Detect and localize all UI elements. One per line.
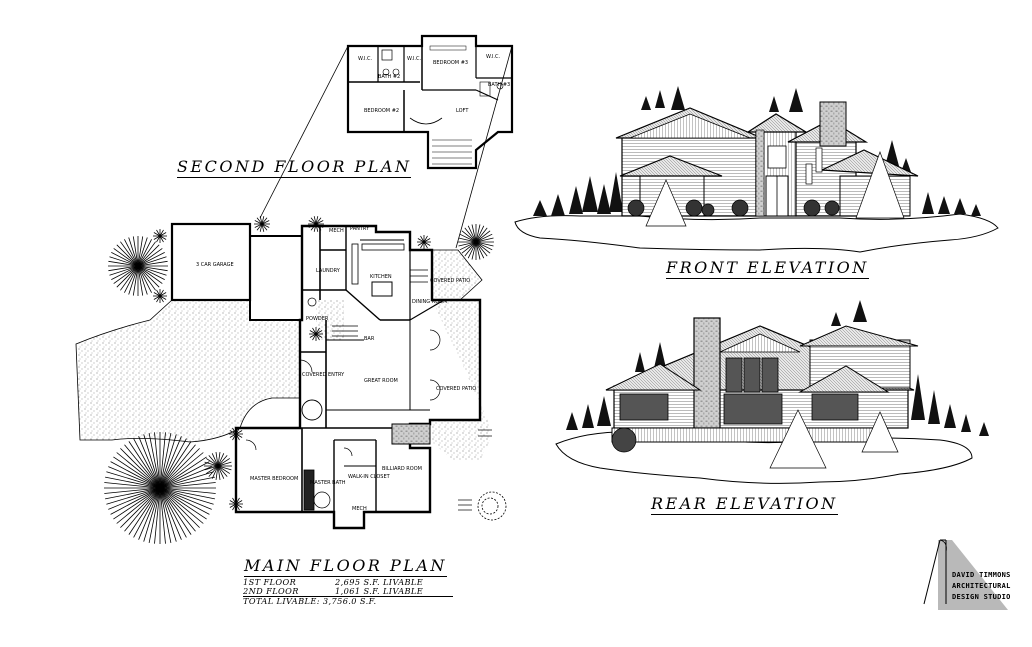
main-floor-plan: 3 CAR GARAGE MECH PANTRY LAUNDRY KITCHEN… xyxy=(75,216,507,544)
room-label-master-bedroom: MASTER BEDROOM xyxy=(250,476,298,482)
main-floor-title: MAIN FLOOR PLAN xyxy=(244,556,447,577)
front-elevation xyxy=(514,86,999,253)
studio-line-3: DESIGN STUDIO xyxy=(952,593,1011,601)
room-label-powder: POWDER xyxy=(306,316,329,322)
room-label-bedroom2: BEDROOM #2 xyxy=(364,108,399,114)
room-label-great-room: GREAT ROOM xyxy=(364,378,398,384)
studio-name: DAVID TIMMONS ARCHITECTURAL DESIGN STUDI… xyxy=(952,570,1011,603)
area-label-2: 2ND FLOOR xyxy=(243,586,299,596)
driveway xyxy=(75,299,301,443)
room-label-pantry: PANTRY xyxy=(350,226,370,232)
room-label-garage: 3 CAR GARAGE xyxy=(196,262,234,268)
second-floor-plan: W.I.C. BATH #2 W.I.C. BEDROOM #3 W.I.C. … xyxy=(259,34,514,249)
room-label-covered-patio-right: COVERED PATIO xyxy=(436,386,476,392)
area-table: 1ST FLOOR 2,695 S.F. LIVABLE 2ND FLOOR 1… xyxy=(243,578,453,606)
room-label-covered-entry: COVERED ENTRY xyxy=(302,372,345,378)
room-label-covered-patio-top: COVERED PATIO xyxy=(430,278,470,284)
room-label-loft: LOFT xyxy=(456,108,469,114)
room-label-laundry: LAUNDRY xyxy=(316,268,341,274)
studio-line-1: DAVID TIMMONS xyxy=(952,571,1011,579)
room-label-bar: BAR xyxy=(364,336,375,342)
front-elevation-title: FRONT ELEVATION xyxy=(666,258,869,279)
room-label-wic-mid: W.I.C. xyxy=(407,56,422,62)
room-label-wic-right: W.I.C. xyxy=(486,54,501,60)
room-label-mech: MECH xyxy=(329,228,344,234)
room-label-mech2: MECH xyxy=(352,506,367,512)
area-value-1: 2,695 S.F. LIVABLE xyxy=(335,577,424,587)
room-label-bedroom3: BEDROOM #3 xyxy=(433,60,468,66)
studio-line-2: ARCHITECTURAL xyxy=(952,582,1011,590)
room-label-wic-left: W.I.C. xyxy=(358,56,373,62)
room-label-dining: DINING ROOM xyxy=(412,299,447,305)
rear-elevation-title: REAR ELEVATION xyxy=(651,494,838,515)
room-label-billiard: BILLIARD ROOM xyxy=(382,466,422,472)
area-row-2: 2ND FLOOR 1,061 S.F. LIVABLE xyxy=(243,587,453,597)
landscape-plants xyxy=(104,216,507,544)
area-value-2: 1,061 S.F. LIVABLE xyxy=(335,586,424,596)
area-row-1: 1ST FLOOR 2,695 S.F. LIVABLE xyxy=(243,578,453,587)
rear-elevation xyxy=(555,300,989,484)
area-label-1: 1ST FLOOR xyxy=(243,577,297,587)
room-label-master-bath: MASTER BATH xyxy=(310,480,346,486)
area-total: TOTAL LIVABLE: 3,756.0 S.F. xyxy=(243,596,377,606)
room-label-bath3: BATH #3 xyxy=(488,82,510,88)
area-total-row: TOTAL LIVABLE: 3,756.0 S.F. xyxy=(243,597,453,606)
second-floor-title: SECOND FLOOR PLAN xyxy=(177,157,412,178)
room-label-walk-in-closet: WALK-IN CLOSET xyxy=(348,474,391,480)
studio-logo xyxy=(923,539,1008,610)
room-label-bath2: BATH #2 xyxy=(378,74,400,80)
room-label-kitchen: KITCHEN xyxy=(370,274,392,280)
